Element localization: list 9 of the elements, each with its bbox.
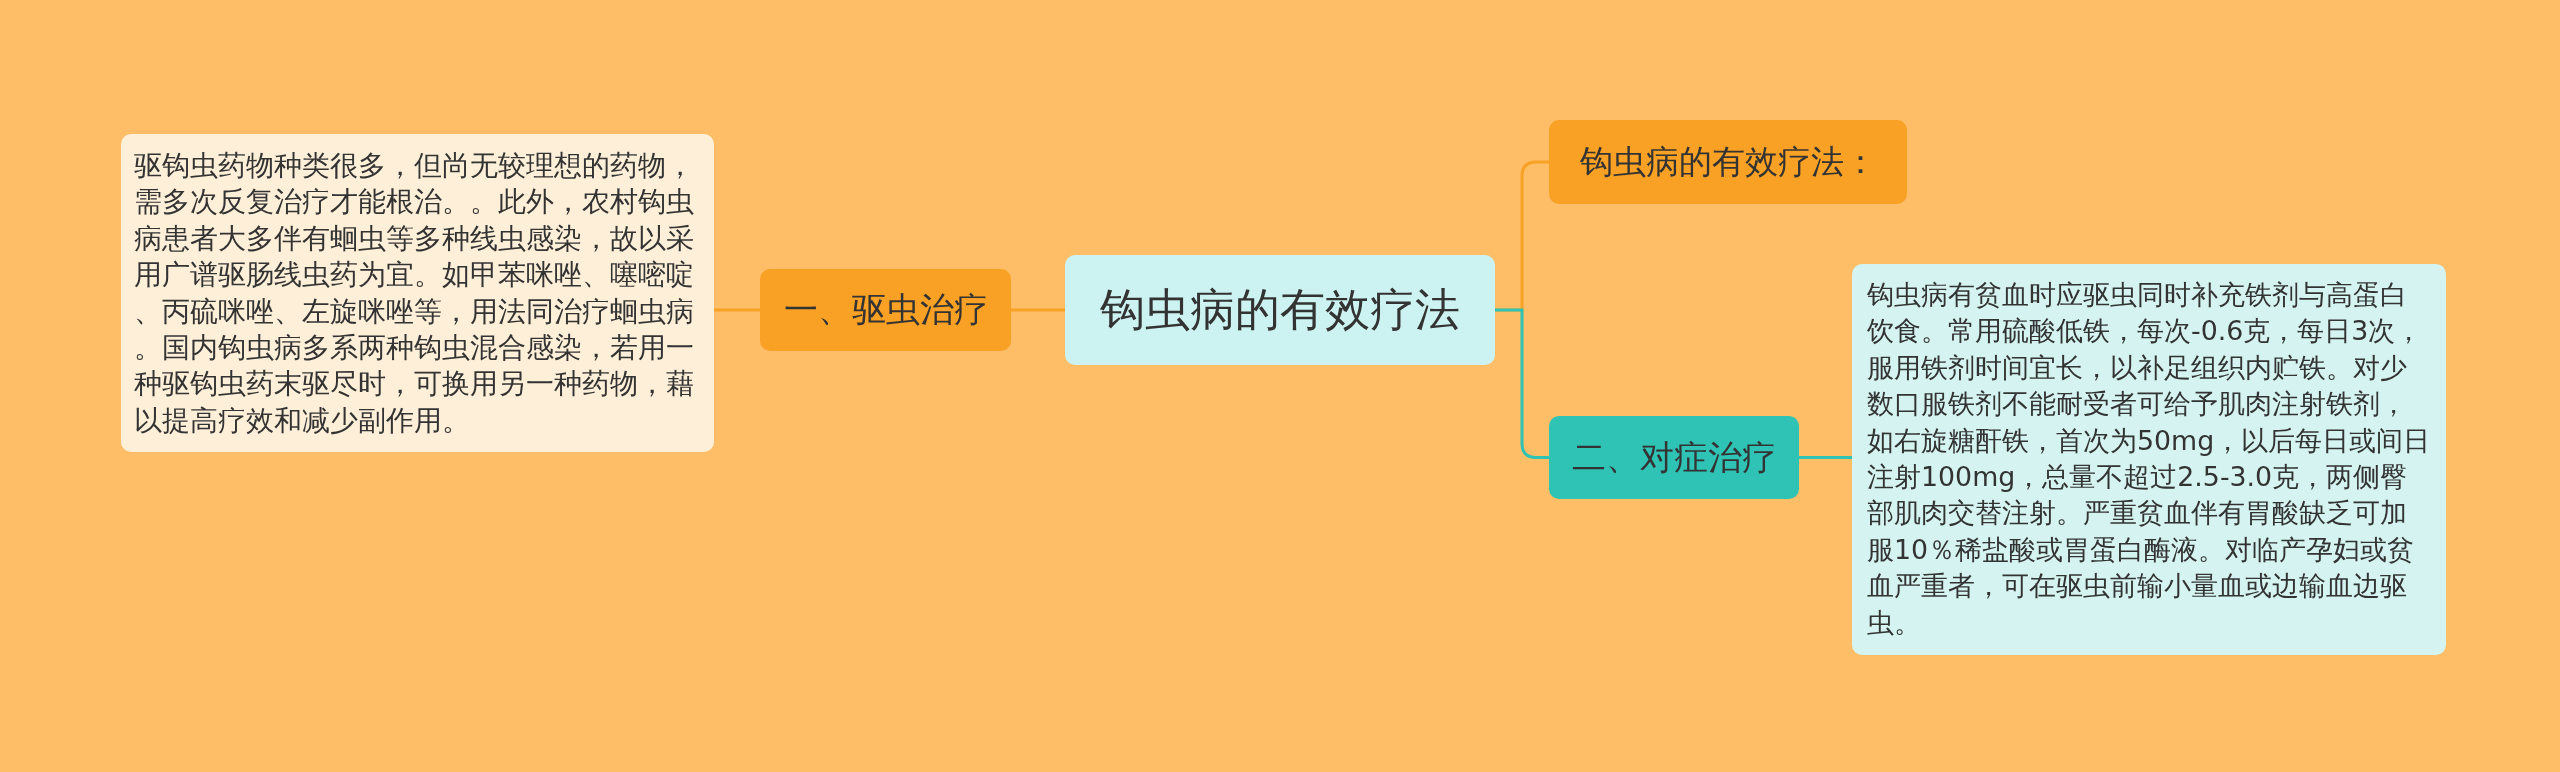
connector-line bbox=[1011, 308, 1065, 312]
connector-line bbox=[714, 308, 760, 312]
note-box: 驱钩虫药物种类很多，但尚无较理想的药物，需多次反复治疗才能根治。。此外，农村钩虫病患者大多伴有蛔虫等多种线虫感染，故以采用广谱驱肠线虫药为宜。如甲苯咪唑、噻嘧啶、丙硫咪唑、左旋咪唑等，用法同治疗蛔虫病。国内钩虫病多系两种钩虫混合感染，若用一种驱钩虫药末驱尽时，可换用另一种药物，藉以提高疗效和减少副作用。 bbox=[121, 134, 714, 453]
note-box: 钩虫病有贫血时应驱虫同时补充铁剂与高蛋白饮食。常用硫酸低铁，每次-0.6克，每日3次，服用铁剂时间宜长，以补足组织内贮铁。对少数口服铁剂不能耐受者可给予肌肉注射铁剂，如右旋糖酐铁，首次为50mg，以后每日或间日注射100mg，总量不超过2.5-3.0克，两侧臀部肌肉交替注射。严重贫血伴有胃酸缺乏可加服10％稀盐酸或胃蛋白酶液。对临产孕妇或贫血严重者，可在驱虫前输小量血或边输血边驱虫。 bbox=[1852, 264, 2446, 656]
central-topic-box: 钩虫病的有效疗法 bbox=[1065, 255, 1495, 365]
connector-line bbox=[1799, 456, 1852, 459]
topic-box: 钩虫病的有效疗法： bbox=[1549, 120, 1907, 204]
topic-box: 一、驱虫治疗 bbox=[760, 269, 1011, 351]
topic-box: 二、对症治疗 bbox=[1549, 416, 1799, 499]
